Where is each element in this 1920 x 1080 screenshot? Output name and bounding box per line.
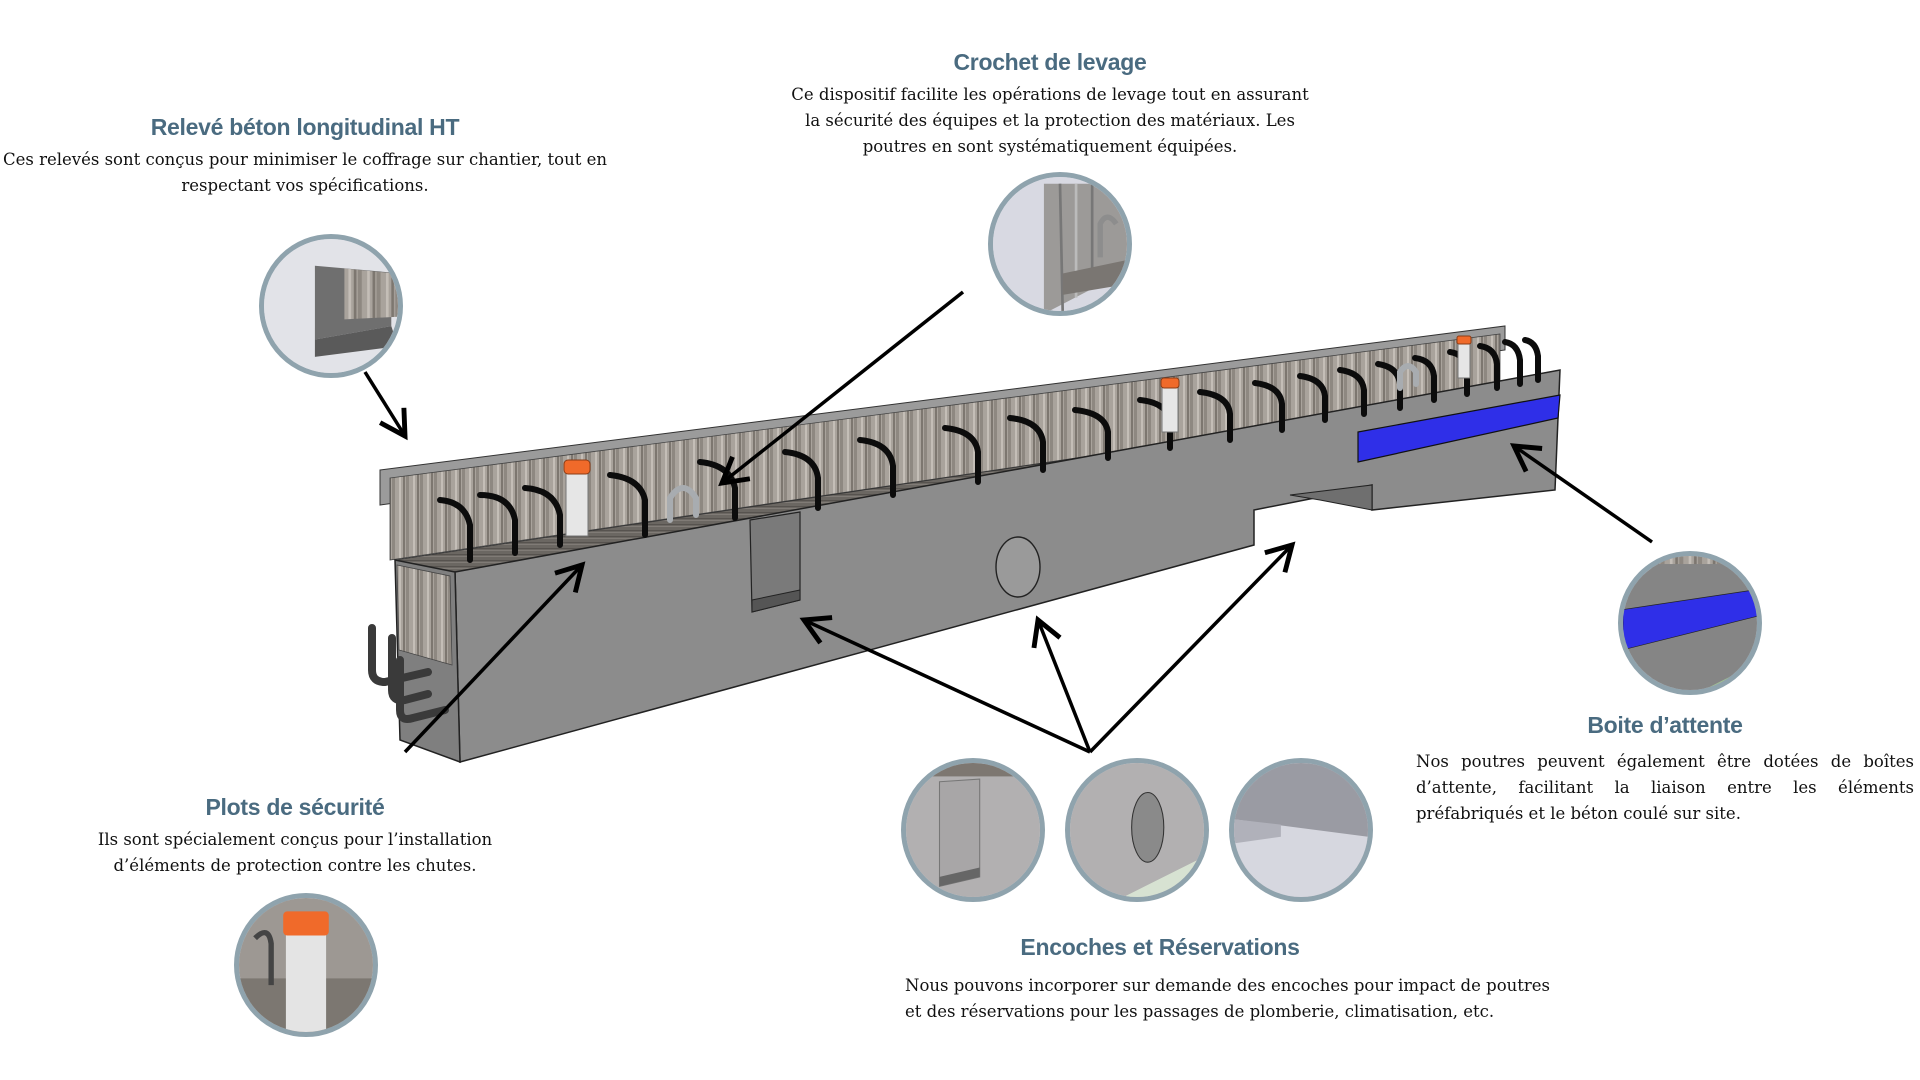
callout-releve-title: Relevé béton longitudinal HT: [150, 114, 460, 140]
thumb-encoche-round: [1065, 758, 1209, 902]
callout-releve-text: Ces relevés sont conçus pour minimiser l…: [3, 150, 607, 195]
callout-releve: Relevé béton longitudinal HT Ces relevés…: [0, 114, 610, 199]
vertical-notch: [749, 511, 801, 613]
thumb-boite: [1618, 551, 1762, 695]
callout-boite: Boite d’attente Nos poutres peuvent égal…: [1416, 712, 1914, 827]
safety-post-detail-icon: [239, 898, 373, 1032]
arrow-encoche-1: [799, 615, 1091, 754]
thumb-crochet: [988, 172, 1132, 316]
round-reservation-detail-icon: [1070, 763, 1204, 897]
arrow-encoche-3: [1088, 541, 1296, 754]
safety-posts: [563, 335, 1472, 537]
end-pipes: [368, 624, 449, 723]
callout-encoches-title: Encoches et Réservations: [1020, 934, 1300, 960]
arrow-boite: [1509, 443, 1653, 544]
callout-arrows: [363, 290, 1653, 754]
callout-boite-title: Boite d’attente: [1587, 712, 1743, 738]
end-formwork: [396, 564, 453, 666]
vertical-notch-detail-icon: [906, 763, 1040, 897]
reservation-box-detail-icon: [1623, 556, 1757, 690]
callout-crochet-text: Ce dispositif facilite les opérations de…: [791, 85, 1309, 156]
callout-plots-text: Ils sont spécialement conçus pour l’inst…: [97, 830, 493, 875]
arrow-crochet: [718, 290, 965, 487]
callout-encoches: Encoches et Réservations Nous pouvons in…: [905, 934, 1585, 1025]
callout-encoches-text: Nous pouvons incorporer sur demande des …: [905, 976, 1550, 1021]
reservation-box: [1357, 394, 1561, 463]
callout-crochet: Crochet de levage Ce dispositif facilite…: [770, 49, 1330, 160]
beam-notch: [1289, 484, 1373, 511]
arrow-encoche-2: [1031, 615, 1092, 753]
callout-crochet-title: Crochet de levage: [953, 49, 1147, 75]
upstand-detail-icon: [264, 239, 398, 373]
arrow-plots: [403, 561, 586, 754]
thumb-releve: [259, 234, 403, 378]
thumb-plots: [234, 893, 378, 1037]
lifting-hook-detail-icon: [993, 177, 1127, 311]
arrow-releve: [363, 371, 408, 441]
thumb-encoche-underside: [1229, 758, 1373, 902]
callout-plots-title: Plots de sécurité: [205, 794, 385, 820]
lifting-hooks: [667, 363, 1419, 523]
callout-plots: Plots de sécurité Ils sont spécialement …: [90, 794, 500, 879]
thumb-encoche-vertical: [901, 758, 1045, 902]
callout-boite-text: Nos poutres peuvent également être dotée…: [1416, 752, 1914, 823]
underside-notch-detail-icon: [1234, 763, 1368, 897]
round-reservation: [995, 536, 1041, 598]
